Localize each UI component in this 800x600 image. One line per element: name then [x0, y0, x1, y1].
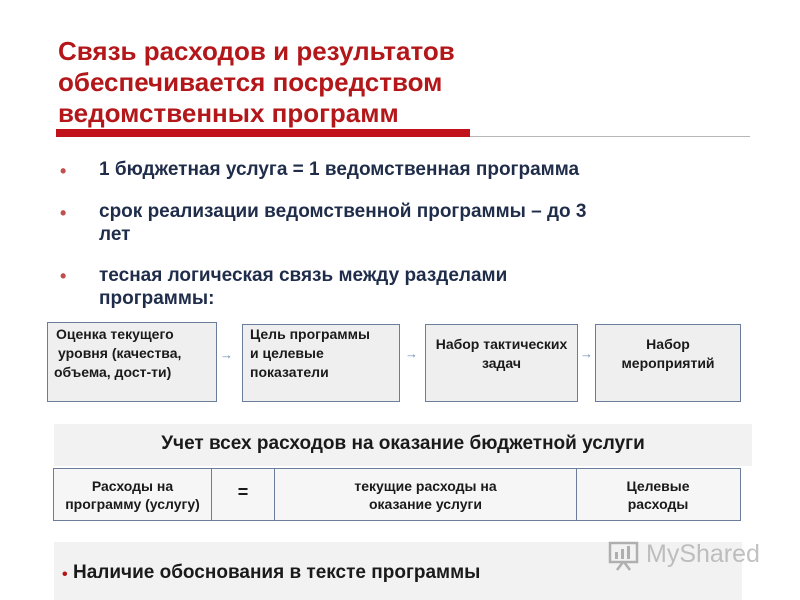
targeted-expenses-line-2: расходы: [627, 496, 689, 512]
flow-arrow-2-icon: →: [405, 346, 418, 361]
flow-box-assessment: Оценка текущего уровня (качества, объема…: [47, 322, 217, 402]
expenses-heading: Учет всех расходов на оказание бюджетной…: [161, 433, 645, 454]
flow-box-activities: Набор мероприятий: [595, 324, 741, 402]
bullet-2-line-2: лет: [99, 224, 131, 245]
flow-box-1-line-1: Оценка текущего: [56, 326, 174, 342]
bullet-2-text: срок реализации ведомственной программы …: [99, 200, 739, 246]
flow-box-4-line-2: мероприятий: [621, 355, 715, 371]
bullet-1-marker: •: [60, 161, 67, 181]
current-expenses-line-1: текущие расходы на: [354, 478, 497, 494]
bullet-3-line-2: программы:: [99, 288, 215, 309]
expenses-heading-panel: [54, 424, 752, 466]
bullet-3-line-1: тесная логическая связь между разделами: [99, 265, 508, 286]
flow-box-tasks: Набор тактических задач: [425, 324, 578, 402]
expenses-total-line-1: Расходы на: [91, 478, 174, 494]
myshared-watermark: MyShared: [646, 540, 760, 568]
bullet-1-line-1: 1 бюджетная услуга = 1 ведомственная про…: [99, 159, 580, 180]
title-underline: [56, 129, 470, 137]
expenses-equation-row: Расходы на программу (услугу) = текущие …: [53, 468, 741, 521]
title-line-1: Связь расходов и результатов: [58, 36, 455, 66]
targeted-expenses-cell: Целевые расходы: [577, 469, 739, 520]
myshared-logo-icon: [607, 539, 641, 576]
expenses-total-line-2: программу (услугу): [65, 496, 200, 512]
title-divider-line: [470, 136, 750, 137]
title-line-3: ведомственных программ: [58, 98, 399, 128]
equals-sign-cell: =: [212, 469, 275, 520]
bullet-1-text: 1 бюджетная услуга = 1 ведомственная про…: [99, 158, 739, 181]
flow-box-4-line-1: Набор: [646, 336, 690, 352]
bullet-3-text: тесная логическая связь между разделами …: [99, 264, 739, 310]
footer-text: Наличие обоснования в тексте программы: [73, 562, 481, 583]
equals-sign: =: [237, 482, 249, 502]
current-expenses-line-2: оказание услуги: [369, 496, 482, 512]
bullet-3-marker: •: [60, 266, 67, 286]
flow-box-3-line-2: задач: [481, 355, 521, 371]
expenses-total-cell: Расходы на программу (услугу): [54, 469, 212, 520]
flow-arrow-1-icon: →: [220, 347, 233, 362]
flow-box-1-line-2: уровня (качества,: [58, 345, 182, 361]
flow-arrow-3-icon: →: [580, 346, 593, 361]
bullet-2-line-1: срок реализации ведомственной программы …: [99, 201, 587, 222]
current-expenses-cell: текущие расходы на оказание услуги: [275, 469, 577, 520]
flow-box-2-line-3: показатели: [250, 364, 329, 380]
flow-box-3-line-1: Набор тактических: [435, 336, 568, 352]
title-line-2: обеспечивается посредством: [58, 67, 443, 97]
bullet-2-marker: •: [60, 203, 67, 223]
slide-title: Связь расходов и результатов обеспечивае…: [58, 36, 758, 129]
footer-bullet-marker: •: [62, 566, 68, 583]
targeted-expenses-line-1: Целевые: [626, 478, 690, 494]
flow-box-2-line-2: и целевые: [250, 345, 324, 361]
flow-box-2-line-1: Цель программы: [250, 326, 370, 342]
flow-box-goals: Цель программы и целевые показатели: [242, 324, 400, 402]
flow-box-1-line-3: объема, дост-ти): [54, 364, 172, 380]
